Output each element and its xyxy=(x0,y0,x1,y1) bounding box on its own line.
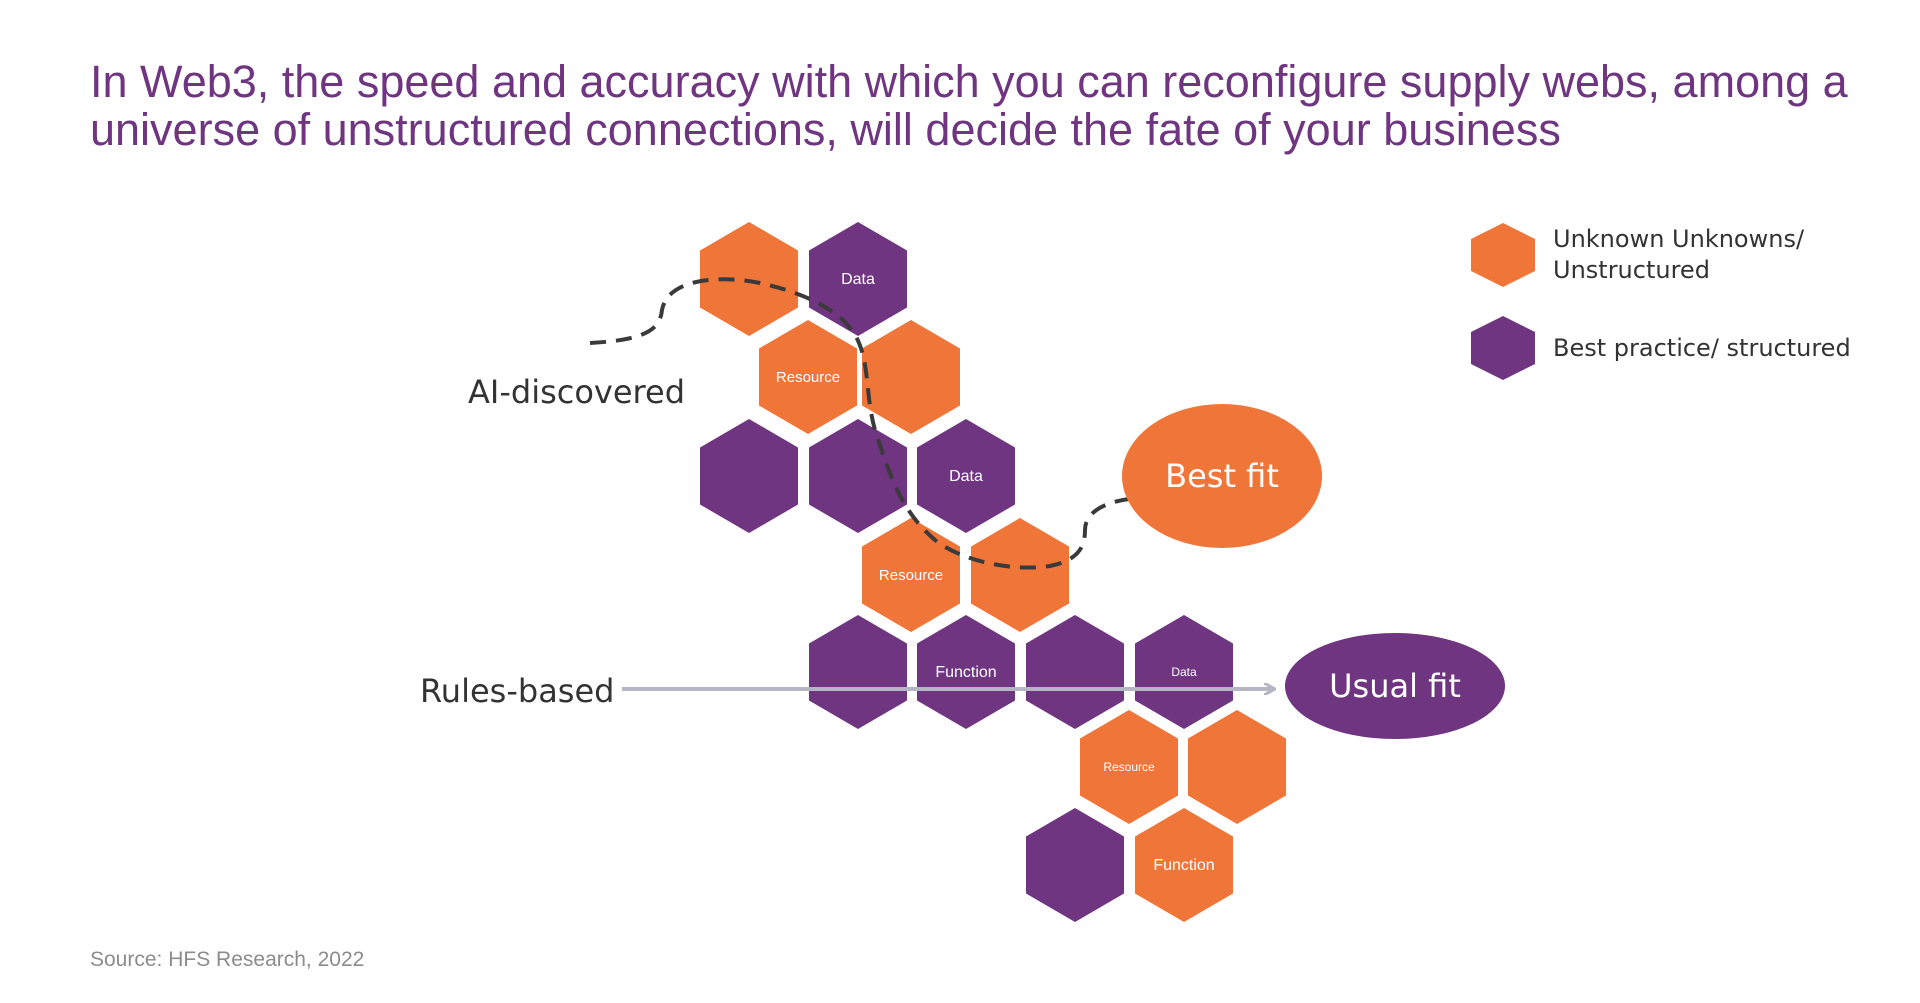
hexagon-label: Resource xyxy=(1103,760,1155,774)
hexagon-unstructured xyxy=(862,320,960,434)
source-note: Source: HFS Research, 2022 xyxy=(90,948,365,971)
hexagon-structured xyxy=(809,615,907,729)
rules-based-label: Rules-based xyxy=(420,672,614,710)
hexagon-structured xyxy=(917,419,1015,533)
ai-discovered-label: AI-discovered xyxy=(468,373,685,411)
legend-unstructured-line-1: Unknown Unknowns/ xyxy=(1553,225,1805,253)
hexagon-label: Function xyxy=(935,664,996,681)
usual-fit-label: Usual fit xyxy=(1329,667,1461,705)
hexagon-structured xyxy=(917,615,1015,729)
hexagon-unstructured xyxy=(1080,710,1178,824)
legend: Unknown Unknowns/ Unstructured Best prac… xyxy=(1471,223,1851,380)
title-line-2: universe of unstructured connections, wi… xyxy=(90,104,1561,155)
legend-structured-hex-icon xyxy=(1471,316,1535,380)
hexagon-unstructured xyxy=(700,222,798,336)
best-fit-ellipse xyxy=(1122,404,1322,548)
hexagon-label: Data xyxy=(1171,665,1197,679)
hexagon-unstructured xyxy=(971,518,1069,632)
legend-unstructured-hex-icon xyxy=(1471,223,1535,287)
hexagon-label: Resource xyxy=(879,567,943,584)
hexagon-label: Data xyxy=(949,468,983,485)
best-fit-label: Best fit xyxy=(1165,457,1279,495)
hexagon-unstructured xyxy=(1188,710,1286,824)
usual-fit-ellipse xyxy=(1285,633,1505,739)
legend-structured-label: Best practice/ structured xyxy=(1553,334,1851,362)
hexagon-structured xyxy=(1026,615,1124,729)
hexagon-label: Function xyxy=(1153,857,1214,874)
legend-unstructured-line-2: Unstructured xyxy=(1553,256,1710,284)
ai-discovered-path xyxy=(589,277,1139,570)
hexagon-label: Data xyxy=(841,271,875,288)
hexagon-unstructured xyxy=(759,320,857,434)
hexagon-structured xyxy=(809,222,907,336)
hexagon-unstructured xyxy=(862,518,960,632)
title-line-1: In Web3, the speed and accuracy with whi… xyxy=(90,56,1848,107)
hexagon-structured xyxy=(1135,615,1233,729)
hexagon-structured xyxy=(1026,808,1124,922)
hexagon-unstructured xyxy=(1135,808,1233,922)
hexagon-label: Resource xyxy=(776,369,840,386)
hexagon-structured xyxy=(700,419,798,533)
page-title: In Web3, the speed and accuracy with whi… xyxy=(90,58,1890,154)
